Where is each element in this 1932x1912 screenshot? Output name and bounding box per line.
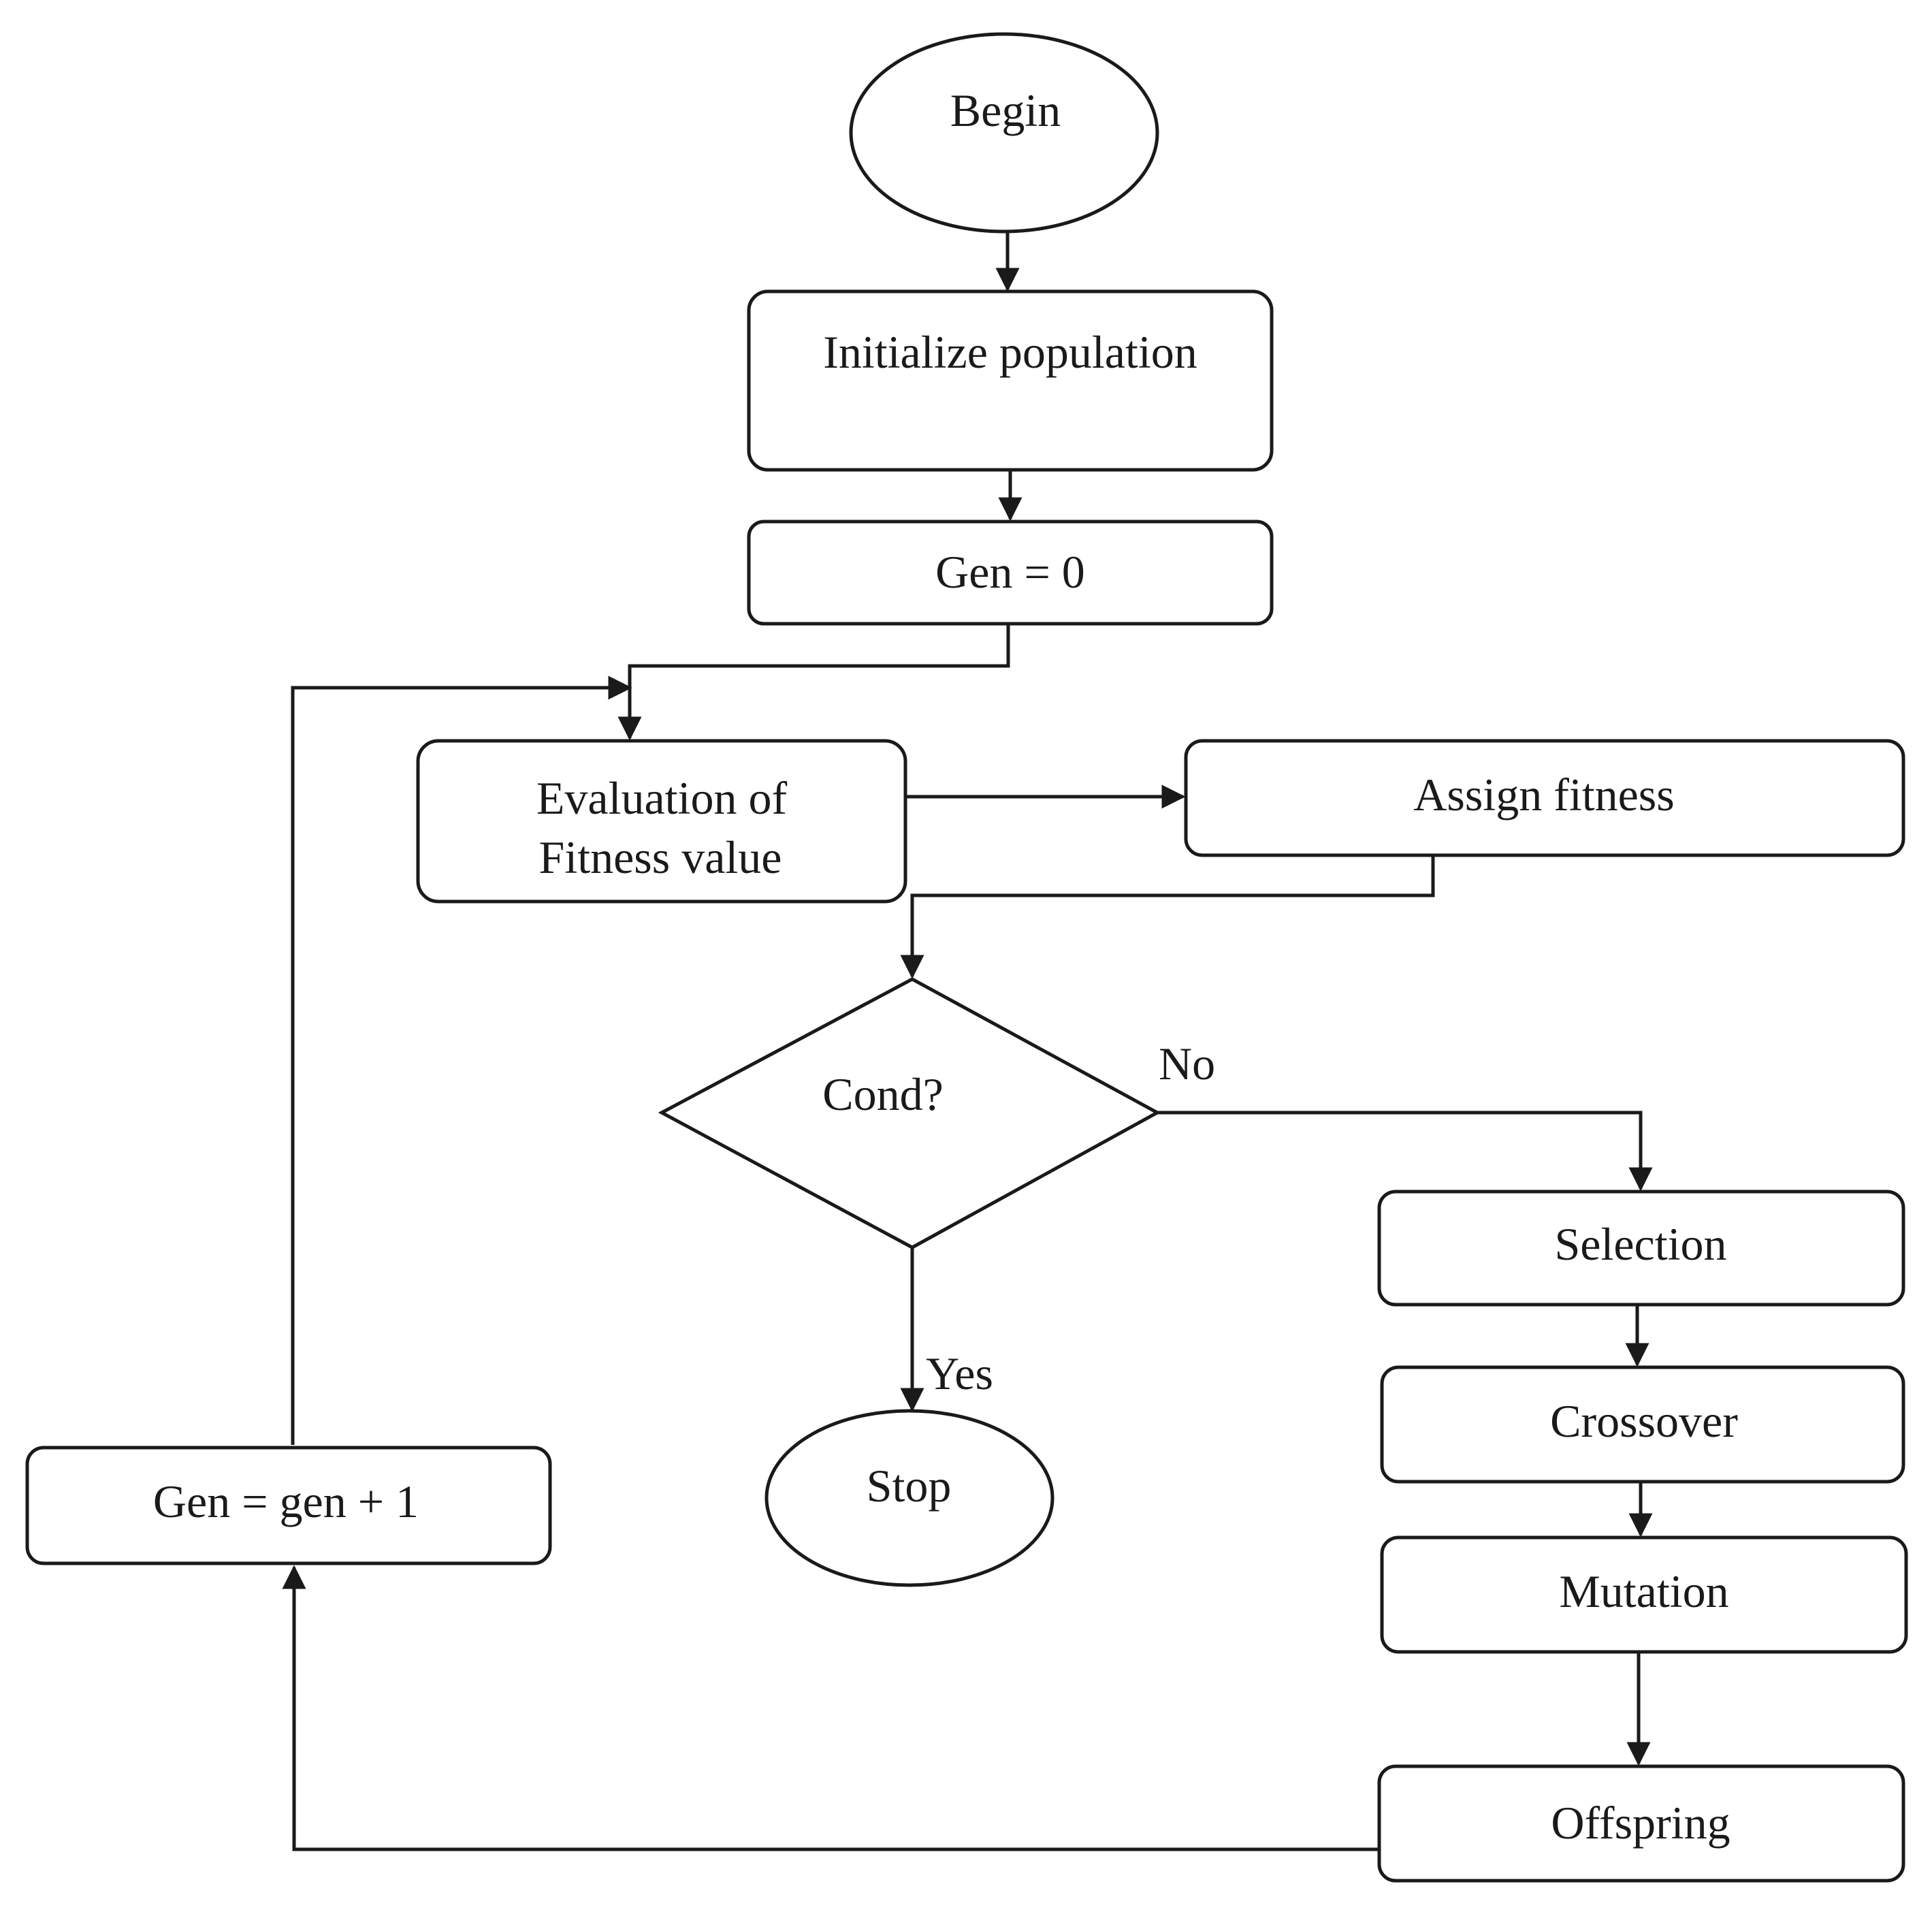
stop-terminator	[764, 1409, 1054, 1587]
cond-label: Cond?	[822, 1068, 944, 1120]
begin-terminator	[849, 32, 1159, 234]
edge-gen-zero-to-evaluation	[617, 624, 1010, 741]
edges	[282, 232, 1653, 1851]
node-initialize-population: Initialize population	[747, 289, 1274, 472]
node-offspring: Offspring	[1377, 1764, 1905, 1883]
offspring-label: Offspring	[1551, 1797, 1730, 1849]
initialize-population-label: Initialize population	[823, 326, 1197, 378]
offspring-box	[1377, 1764, 1905, 1883]
mutation-box	[1380, 1535, 1908, 1654]
assign-fitness-box	[1184, 739, 1905, 857]
gen-increment-box	[25, 1446, 552, 1565]
evaluation-label-line2: Fitness value	[539, 831, 782, 883]
node-cond: Cond?	[658, 977, 1161, 1249]
crossover-box	[1380, 1365, 1905, 1484]
edge-assign-fitness-to-cond	[900, 855, 1435, 979]
gen-zero-label: Gen = 0	[935, 546, 1085, 598]
edge-gen-increment-loop-back	[291, 675, 632, 1445]
selection-box	[1377, 1190, 1905, 1307]
cond-decision	[658, 977, 1161, 1249]
selection-label: Selection	[1554, 1218, 1726, 1270]
node-gen-zero: Gen = 0	[747, 520, 1274, 626]
evaluation-box	[416, 739, 907, 904]
crossover-label: Crossover	[1550, 1395, 1738, 1447]
node-gen-increment: Gen = gen + 1	[25, 1446, 552, 1565]
begin-label: Begin	[950, 84, 1061, 136]
mutation-label: Mutation	[1559, 1565, 1728, 1617]
edge-cond-no-to-selection	[1157, 1111, 1653, 1192]
edge-label-yes: Yes	[926, 1348, 993, 1399]
edge-label-no: No	[1159, 1038, 1215, 1089]
stop-label: Stop	[867, 1460, 952, 1512]
node-selection: Selection	[1377, 1190, 1905, 1307]
node-begin: Begin	[849, 32, 1159, 234]
node-assign-fitness: Assign fitness	[1184, 739, 1905, 857]
evaluation-label-line1: Evaluation of	[536, 772, 788, 824]
gen-increment-label: Gen = gen + 1	[153, 1476, 419, 1527]
initialize-population-box	[747, 289, 1274, 472]
node-stop: Stop	[764, 1409, 1054, 1587]
node-mutation: Mutation	[1380, 1535, 1908, 1654]
node-crossover: Crossover	[1380, 1365, 1905, 1484]
node-evaluation: Evaluation of Fitness value	[416, 739, 907, 904]
edge-offspring-to-gen-increment	[282, 1565, 1379, 1851]
assign-fitness-label: Assign fitness	[1413, 769, 1674, 820]
gen-zero-box	[747, 520, 1274, 626]
